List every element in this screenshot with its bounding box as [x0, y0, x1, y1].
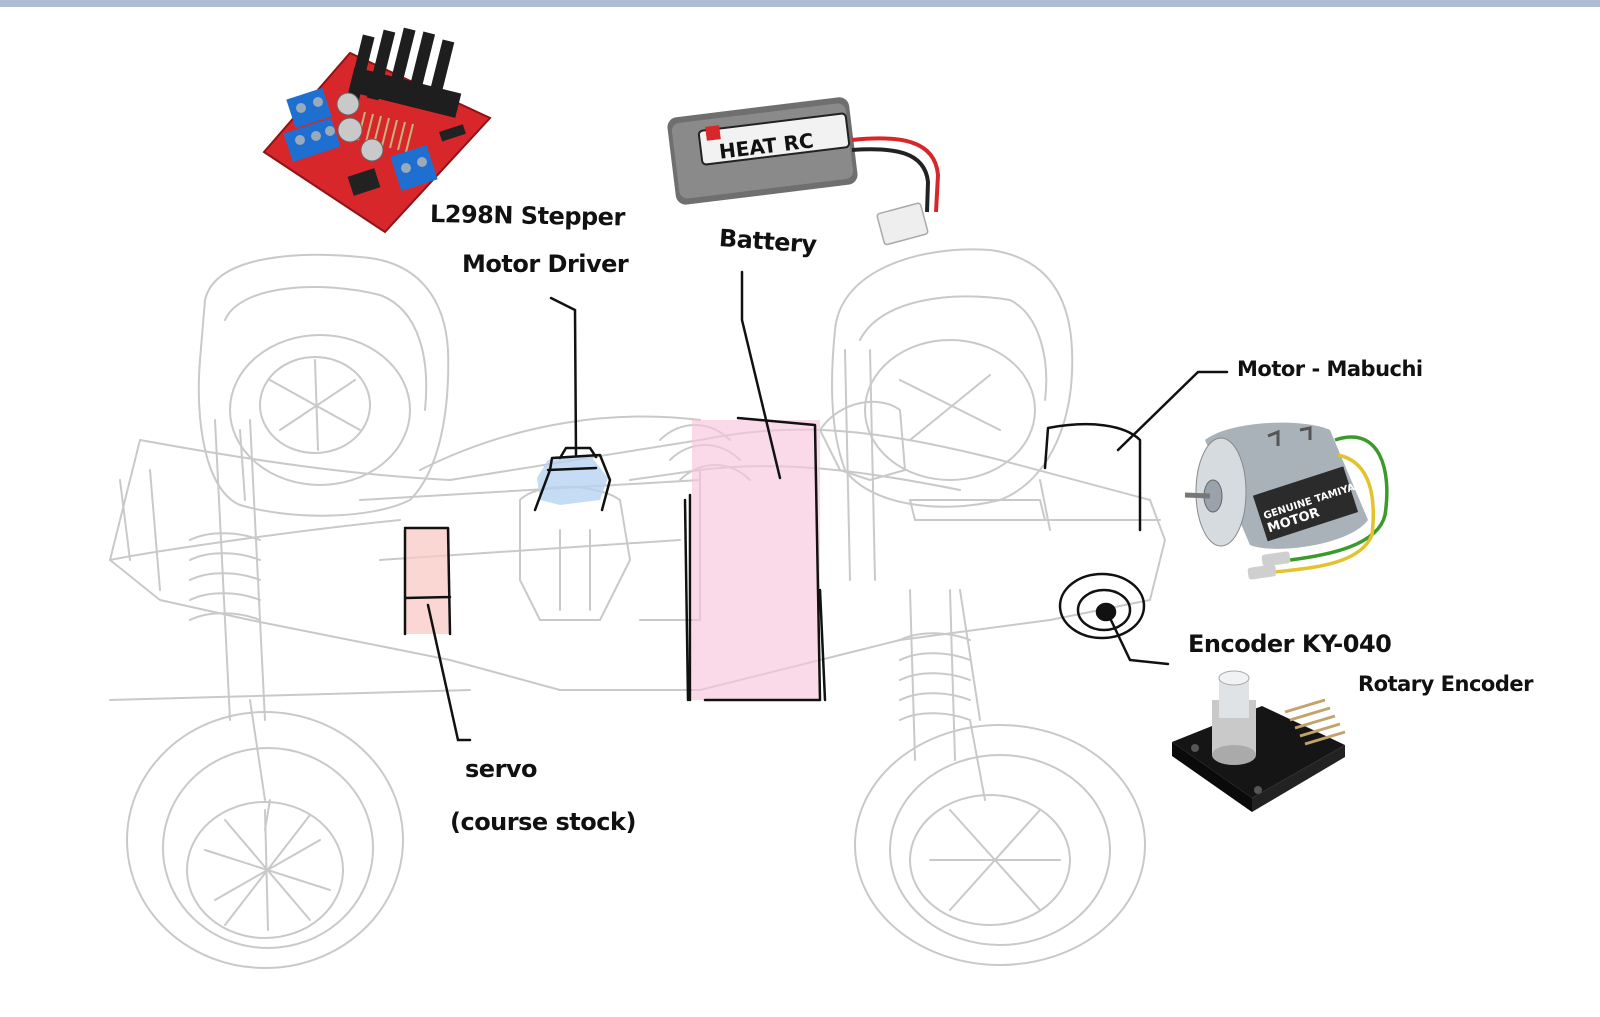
- driver-highlight: [537, 455, 608, 505]
- motor-callout: [1116, 370, 1229, 452]
- component-outlines: [403, 416, 1146, 702]
- rotary-encoder-image: [1172, 670, 1346, 812]
- motor-label: Motor - Mabuchi: [1237, 357, 1423, 381]
- rotary-encoder-label: Rotary Encoder: [1358, 672, 1533, 696]
- rear-right-wheel: [854, 724, 1146, 966]
- battery-callout: [740, 270, 782, 480]
- car-sketch: [109, 248, 1166, 969]
- driver-callout: [549, 296, 578, 457]
- servo-callout: [426, 603, 472, 742]
- battery-image: HEAT RC: [667, 97, 941, 246]
- servo-label: servo: [465, 755, 538, 783]
- encoder-callout: [1108, 616, 1170, 666]
- motor-image: GENUINE TAMIYA MOTOR: [1184, 422, 1389, 580]
- servo-note-label: (course stock): [450, 808, 636, 836]
- l298n-driver-image: [262, 27, 492, 234]
- motor-driver-label-line2: Motor Driver: [462, 250, 629, 278]
- front-right-wheel: [831, 248, 1074, 508]
- top-border: [0, 0, 1600, 7]
- servo-highlight: [405, 528, 450, 634]
- motor-driver-label-line1: L298N Stepper: [429, 200, 626, 232]
- battery-highlight: [692, 420, 820, 700]
- callout-lines: [426, 270, 1229, 742]
- encoder-label: Encoder KY-040: [1188, 630, 1392, 658]
- front-left-wheel: [197, 253, 450, 517]
- rear-left-wheel: [126, 711, 404, 969]
